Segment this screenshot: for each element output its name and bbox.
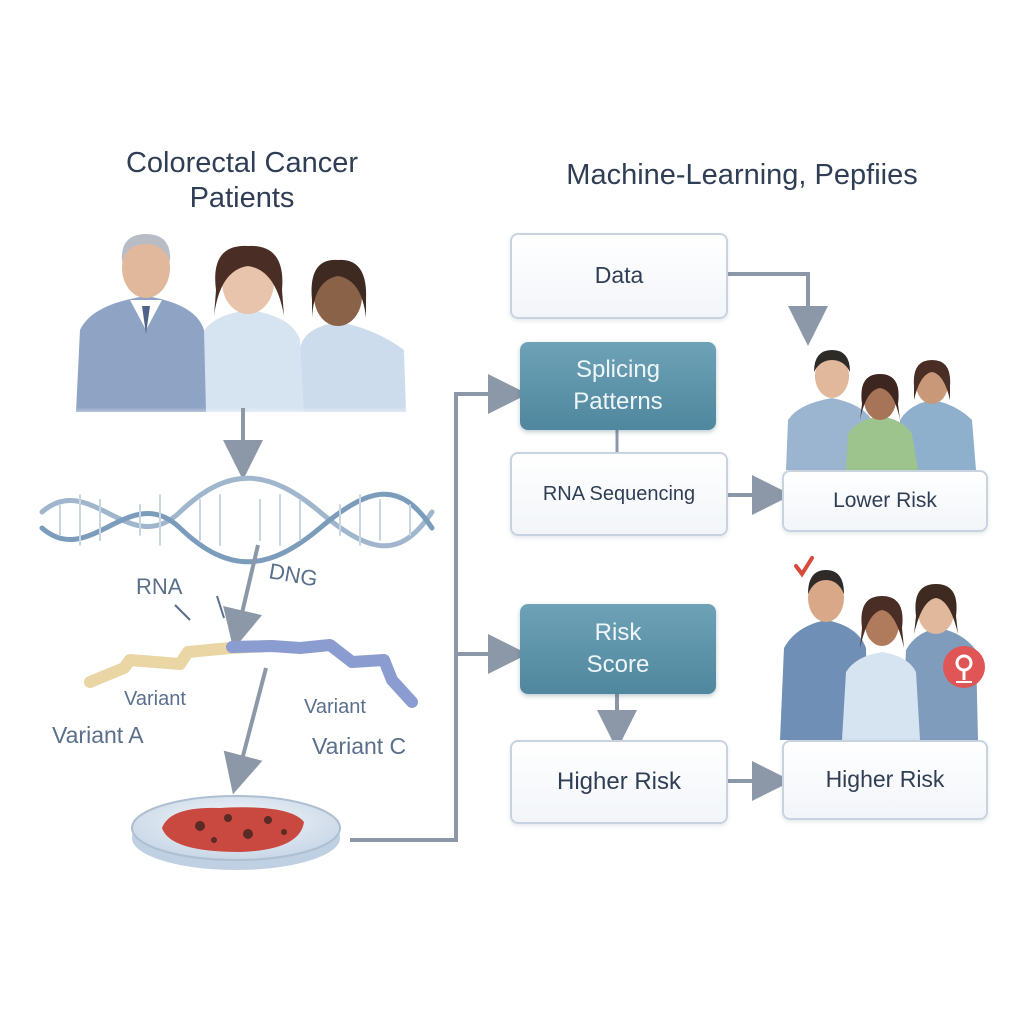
variant-right-label: Variant (304, 696, 366, 718)
higher-risk-box-left: Higher Risk (510, 740, 728, 824)
higher-risk-box-right: Higher Risk (782, 740, 988, 820)
variant-c-label: Variant C (312, 733, 407, 759)
rna-sequencing-label: RNA Sequencing (542, 482, 696, 505)
risk-score-label: Risk Score (586, 618, 650, 678)
dna-pointer (216, 595, 225, 619)
variant-label: Variant (124, 688, 186, 710)
red-check-icon (794, 556, 814, 578)
splicing-patterns-box: Splicing Patterns (520, 342, 716, 430)
higher-risk-group-illustration (780, 570, 978, 740)
patients-illustration (70, 234, 420, 420)
lower-risk-box: Lower Risk (782, 470, 988, 532)
higher-risk-right-label: Higher Risk (825, 766, 945, 793)
alert-pin-icon (943, 646, 985, 688)
ml-title: Machine-Learning, Pepfiies (566, 159, 918, 191)
rna-label: RNA (136, 574, 183, 599)
arrow-tissue-to-splicing (350, 374, 528, 842)
lower-risk-label: Lower Risk (833, 488, 937, 512)
lower-risk-group-illustration (786, 350, 976, 470)
patients-title: Colorectal Cancer Patients (125, 147, 359, 214)
dna-label: DNG (267, 558, 319, 591)
petri-dish-illustration (131, 795, 341, 870)
higher-risk-left-label: Higher Risk (556, 767, 682, 795)
rna-strand-illustration (84, 639, 418, 708)
risk-score-box: Risk Score (520, 604, 716, 694)
dna-helix-illustration (39, 475, 435, 565)
variant-a-label: Variant A (52, 722, 144, 748)
rna-sequencing-box: RNA Sequencing (510, 452, 728, 536)
splicing-patterns-label: Splicing Patterns (573, 355, 663, 415)
arrow-dna-to-rna (223, 544, 263, 650)
arrow-data-to-group (728, 272, 828, 346)
rna-pointer (174, 604, 191, 621)
data-box: Data (510, 233, 728, 319)
data-box-label: Data (594, 262, 644, 289)
arrow-rna-to-tissue (223, 667, 268, 795)
